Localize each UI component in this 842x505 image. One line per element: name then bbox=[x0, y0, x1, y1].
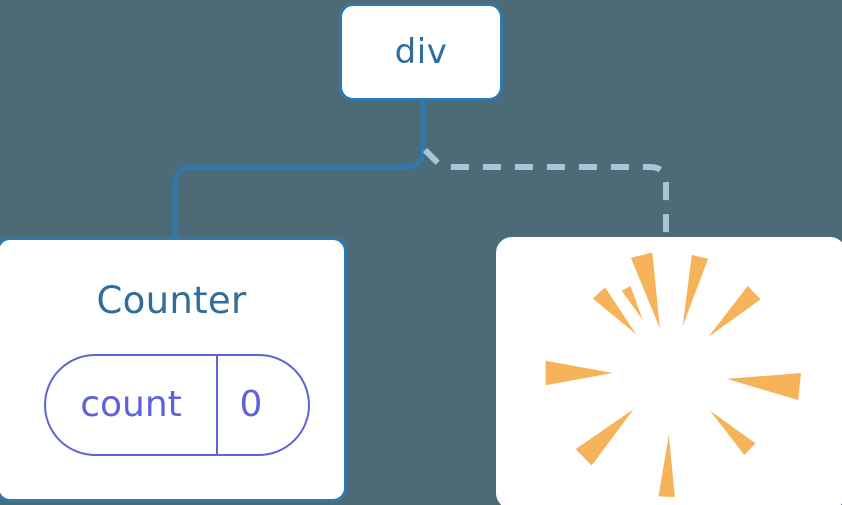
tree-node-counter-label: Counter bbox=[96, 279, 247, 322]
burst-ray-2 bbox=[592, 287, 637, 335]
state-pill[interactable]: count 0 bbox=[44, 354, 310, 456]
burst-ray-9 bbox=[621, 285, 643, 321]
burst-ray-7 bbox=[709, 410, 756, 455]
burst-ray-5 bbox=[726, 373, 801, 401]
tree-node-rerendering[interactable] bbox=[496, 237, 842, 505]
burst-sparkle-icon bbox=[545, 252, 801, 497]
edge-root-to-counter bbox=[172, 98, 426, 243]
tree-node-div[interactable]: div bbox=[339, 3, 503, 101]
burst-ray-4 bbox=[545, 360, 613, 386]
state-pill-value: 0 bbox=[239, 384, 263, 425]
burst-ray-3 bbox=[708, 285, 761, 337]
burst-ray-6 bbox=[575, 409, 634, 466]
burst-ray-8 bbox=[658, 434, 675, 497]
burst-ray-1 bbox=[682, 254, 709, 327]
tree-node-div-label: div bbox=[394, 32, 448, 72]
edge-root-to-highlight bbox=[422, 147, 669, 240]
state-pill-key: count bbox=[46, 356, 218, 454]
burst-ray-0 bbox=[630, 252, 660, 329]
